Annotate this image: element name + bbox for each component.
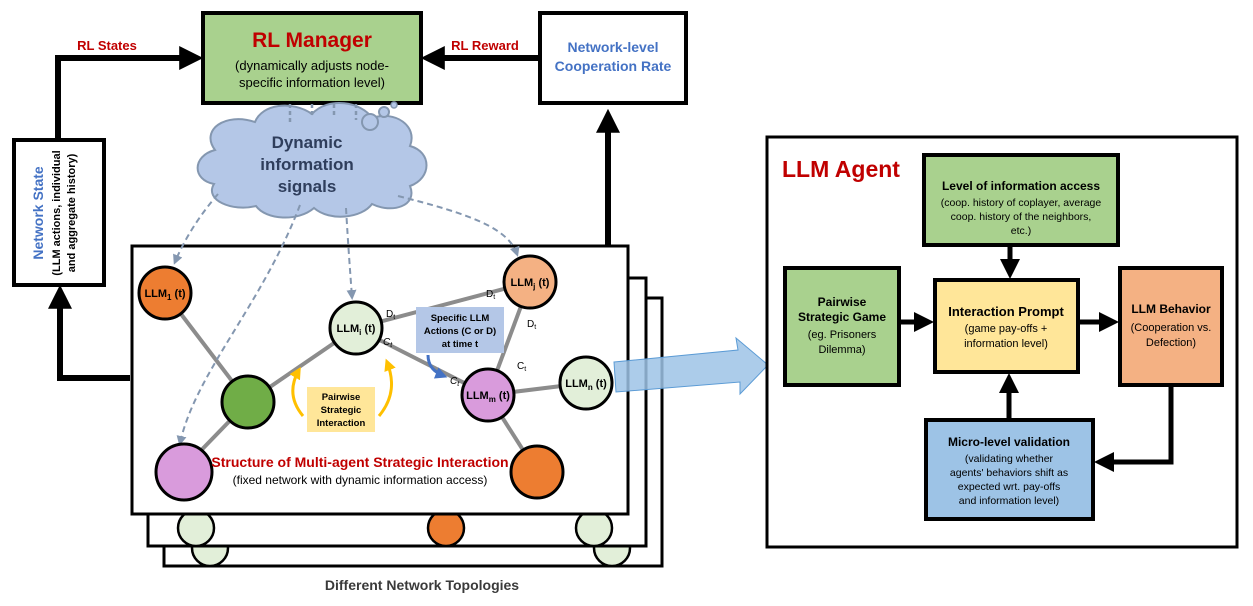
info-access-title: Level of information access	[942, 179, 1100, 193]
coop-rate-line-2: Cooperation Rate	[555, 58, 672, 74]
rl-manager-title: RL Manager	[252, 29, 372, 52]
actions-text-2: Actions (C or D)	[424, 326, 496, 337]
validation-title: Micro-level validation	[948, 435, 1070, 449]
info-access-desc-3: etc.)	[1011, 225, 1031, 237]
pairwise-yellow-arrow	[289, 366, 305, 417]
behavior-desc-1: (Cooperation vs.	[1131, 322, 1212, 334]
coop-rate-box	[538, 11, 688, 105]
validation-desc-1: (validating whether	[965, 453, 1054, 465]
node-llm-1	[137, 265, 193, 321]
node-llm-1-label: LLM1 (t)	[144, 288, 185, 302]
game-box	[783, 266, 901, 387]
node-llm-j	[502, 254, 558, 310]
game-text-3: (eg. Prisoners	[808, 329, 877, 341]
edge-label-ct-i: Ct	[383, 337, 393, 349]
pairwise-text-3: Interaction	[317, 418, 366, 429]
prompt-desc-1: (game pay-offs +	[965, 323, 1048, 335]
game-text-1: Pairwise	[818, 295, 867, 309]
node-llm-m-label: LLMm (t)	[466, 390, 510, 404]
behavior-box	[1118, 266, 1224, 387]
node-pink	[154, 442, 214, 502]
network-title: Structure of Multi-agent Strategic Inter…	[211, 454, 508, 470]
network-state-box	[12, 138, 106, 287]
rl-manager-desc-1: (dynamically adjusts node-	[235, 58, 389, 73]
info-access-desc-2: coop. history of the neighbors,	[951, 211, 1092, 223]
game-text-4: Dilemma)	[818, 344, 865, 356]
node-llm-n-label: LLMn (t)	[565, 378, 607, 392]
rl-reward-label: RL Reward	[451, 38, 519, 53]
edge-label-dt-j: Dt	[486, 289, 495, 301]
network-state-desc-1: (LLM actions, individual	[51, 150, 63, 275]
behavior-to-validation-arrow	[1094, 387, 1174, 472]
actions-text-3: at time t	[442, 339, 479, 350]
network-state-title: Network State	[30, 166, 46, 260]
node-llm-i	[328, 300, 384, 356]
zoom-arrow	[613, 336, 769, 396]
network-subtitle: (fixed network with dynamic information …	[233, 473, 488, 487]
pairwise-text-2: Strategic	[321, 405, 362, 416]
pairwise-interaction-box	[307, 387, 375, 432]
game-text-2: Strategic Game	[798, 310, 886, 324]
actions-text-1: Specific LLM	[431, 313, 490, 324]
rl-states-label: RL States	[77, 38, 137, 53]
validation-desc-2: agents' behaviors shift as	[950, 467, 1068, 479]
rl-manager-desc-2: specific information level)	[239, 75, 385, 90]
node-llm-i-label: LLMi (t)	[337, 323, 376, 337]
info-access-desc-1: (coop. history of coplayer, average	[941, 197, 1102, 209]
pairwise-text-1: Pairwise	[322, 392, 361, 403]
actions-blue-arrow	[426, 354, 448, 379]
cloud-text-2: information	[260, 155, 354, 174]
behavior-desc-2: Defection)	[1146, 337, 1196, 349]
validation-desc-4: and information level)	[959, 495, 1059, 507]
cloud-text-3: signals	[278, 177, 337, 196]
network-caption: Different Network Topologies	[325, 577, 519, 593]
info-signal-arrows	[173, 193, 520, 446]
behavior-title: LLM Behavior	[1131, 302, 1211, 316]
prompt-title: Interaction Prompt	[948, 304, 1064, 319]
pairwise-yellow-arrow-2	[377, 358, 396, 417]
edge-label-ct-mm: Ct	[450, 376, 460, 388]
network-state-arrow	[48, 284, 130, 381]
edge-label-dt-i: Dt	[386, 309, 395, 321]
prompt-box	[933, 278, 1080, 374]
actions-box	[416, 307, 504, 353]
coop-rate-line-1: Network-level	[567, 39, 658, 55]
rl-manager-box	[201, 11, 423, 105]
cloud-text-1: Dynamic	[272, 133, 343, 152]
node-orange	[509, 444, 565, 500]
node-llm-n	[558, 355, 614, 411]
validation-desc-3: expected wrt. pay-offs	[958, 481, 1061, 493]
node-green	[220, 374, 276, 430]
prompt-desc-2: information level)	[964, 338, 1048, 350]
rl-states-arrow	[55, 46, 204, 140]
information-cloud	[196, 101, 428, 219]
agent-title: LLM Agent	[782, 156, 900, 182]
edge-label-dt-jm: Dt	[527, 319, 536, 331]
node-llm-j-label: LLMj (t)	[511, 277, 550, 291]
node-llm-m	[460, 367, 516, 423]
info-access-box	[922, 153, 1120, 247]
network-state-desc-2: and aggregate history)	[66, 153, 78, 272]
validation-box	[924, 418, 1095, 521]
edge-label-ct-m: Ct	[517, 361, 526, 373]
